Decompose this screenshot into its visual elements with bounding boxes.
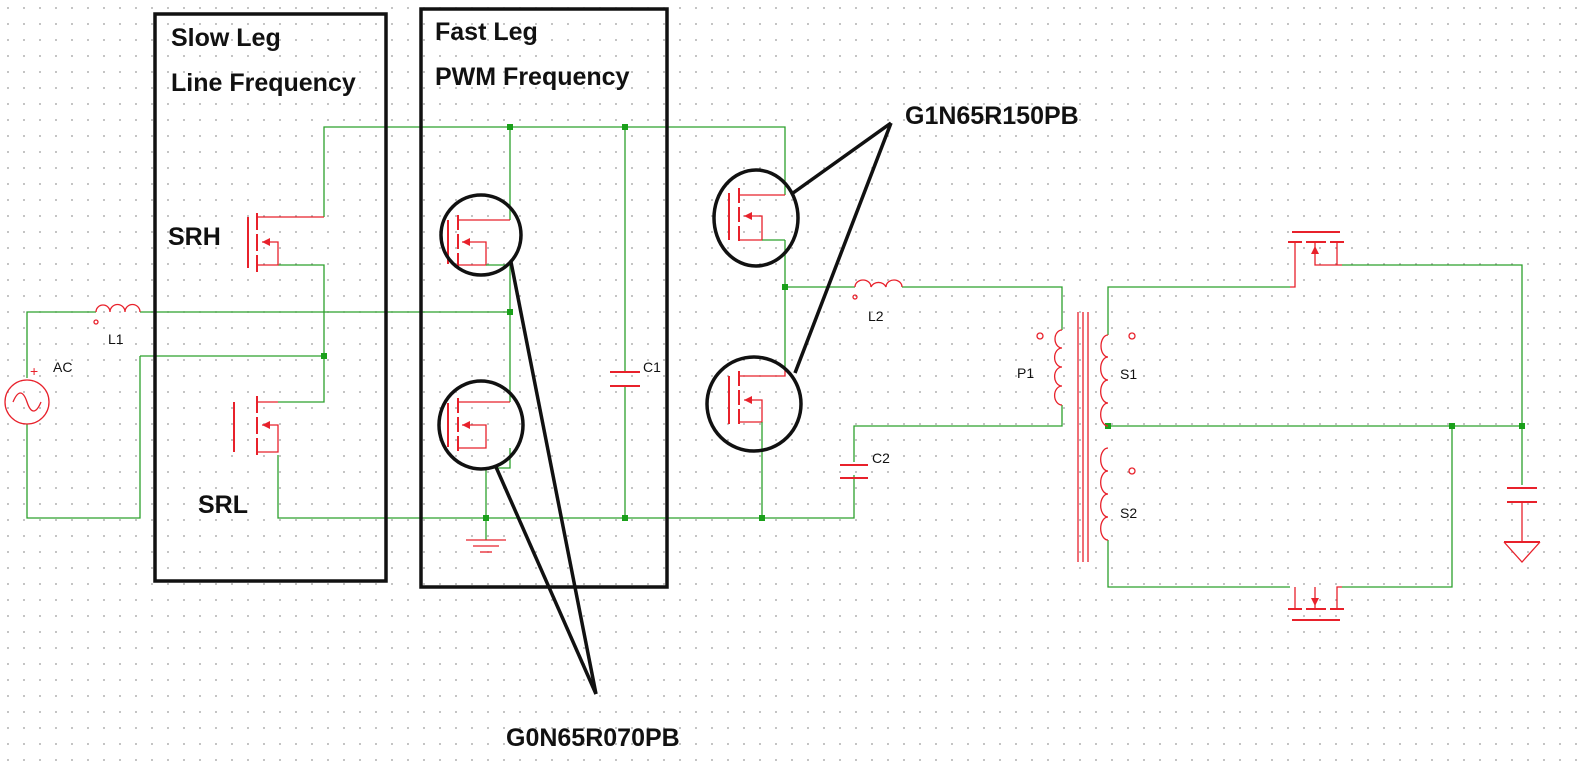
ac-source: [4, 379, 50, 425]
slow-leg-subtitle: Line Frequency: [171, 69, 356, 97]
c2-label: C2: [872, 450, 890, 466]
mosfet-right-low: [728, 370, 786, 430]
junction-nodes: [321, 124, 1525, 521]
highlight-fast-low: [437, 379, 525, 471]
mosfet-sr-bottom: [1288, 586, 1344, 621]
highlight-right-low: [705, 355, 803, 453]
mosfet-srh: [247, 213, 324, 272]
fast-leg-title: Fast Leg: [435, 18, 538, 46]
l2-label: L2: [868, 308, 884, 324]
ac-label: AC: [53, 359, 72, 375]
s2-label: S2: [1120, 505, 1137, 521]
p1-label: P1: [1017, 365, 1034, 381]
highlight-right-high: [712, 168, 800, 268]
inductor-l1: [93, 303, 141, 325]
transformer: [1036, 312, 1136, 562]
mosfet-right-high: [728, 188, 785, 241]
mosfet-sr-top: [1288, 231, 1344, 288]
callout-top-part: G1N65R150PB: [905, 102, 1079, 130]
annotations: [153, 7, 893, 695]
callout-line: [791, 121, 893, 195]
ground-symbol: [466, 539, 506, 553]
fast-leg-subtitle: PWM Frequency: [435, 63, 630, 91]
callout-line: [494, 466, 598, 695]
inductor-l2: [852, 279, 903, 300]
labels: Slow Leg Line Frequency Fast Leg PWM Fre…: [30, 18, 1137, 752]
mosfet-fast-low: [447, 398, 510, 451]
callout-bottom-part: G0N65R070PB: [506, 724, 680, 752]
ac-plus-sign: +: [30, 363, 38, 379]
fast-leg-box: [419, 7, 669, 589]
srh-label: SRH: [168, 223, 221, 251]
capacitor-c1: [610, 371, 640, 387]
c1-label: C1: [643, 359, 661, 375]
slow-leg-box: [153, 12, 388, 583]
output-capacitor: [1503, 487, 1541, 563]
l1-label: L1: [108, 331, 124, 347]
s1-label: S1: [1120, 366, 1137, 382]
highlight-fast-high: [439, 193, 523, 277]
slow-leg-title: Slow Leg: [171, 24, 281, 52]
srl-label: SRL: [198, 491, 248, 519]
capacitor-c2: [840, 464, 868, 479]
mosfet-srl: [233, 396, 279, 455]
wires: [26, 126, 1523, 588]
callout-line: [509, 261, 598, 695]
callout-line: [793, 122, 893, 374]
